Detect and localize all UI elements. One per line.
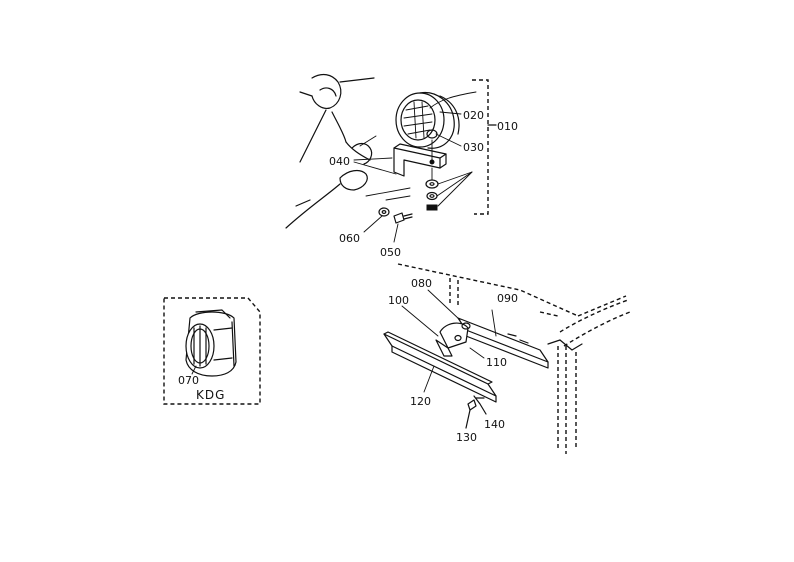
label-030: 030: [463, 141, 484, 154]
washer-060: [378, 207, 390, 217]
label-120: 120: [410, 395, 431, 408]
lamp-assembly: [285, 73, 497, 243]
headlamp: [395, 91, 460, 149]
bolt-130: [465, 399, 477, 429]
label-130: 130: [456, 431, 477, 444]
bar-120: [383, 331, 497, 403]
label-080: 080: [411, 277, 432, 290]
kit-010-bracket: [472, 79, 489, 215]
pin-140: [473, 395, 487, 415]
bolt-050: [393, 212, 413, 224]
kdg-kit-box: [163, 297, 261, 405]
label-020: 020: [463, 109, 484, 122]
label-050: 050: [380, 246, 401, 259]
lamp-guard-070: [185, 309, 237, 377]
label-090: 090: [497, 292, 518, 305]
label-kdg: KDG: [196, 388, 225, 402]
bracket-assembly: [383, 263, 631, 454]
mounting-bracket: [393, 139, 447, 177]
label-040: 040: [329, 155, 350, 168]
label-140: 140: [484, 418, 505, 431]
clamp-080: [435, 322, 471, 357]
machine-frame-outline: [397, 263, 631, 454]
machine-body-outline: [285, 73, 377, 229]
label-110: 110: [486, 356, 507, 369]
label-060: 060: [339, 232, 360, 245]
label-100: 100: [388, 294, 409, 307]
washer-nut-stack: [425, 167, 439, 211]
label-070: 070: [178, 374, 199, 387]
label-010: 010: [497, 120, 518, 133]
